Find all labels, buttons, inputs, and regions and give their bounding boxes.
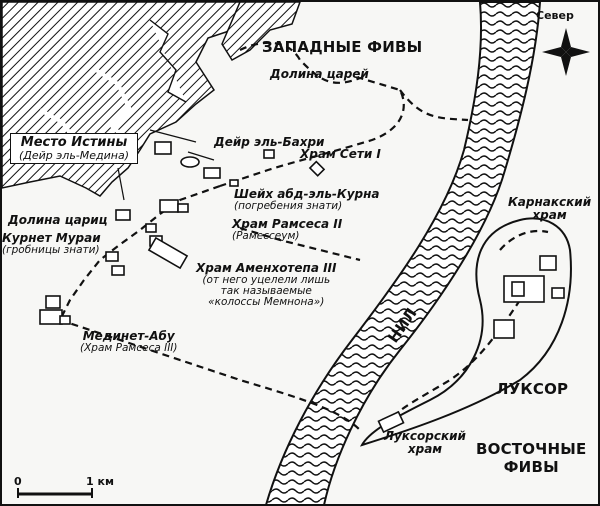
label-karnak: Карнакский храм <box>508 196 591 221</box>
road-ferry <box>239 226 361 262</box>
nile-river <box>264 1 542 506</box>
karnak-temple-main <box>503 275 545 303</box>
wadi-line <box>94 68 133 142</box>
label-sheikh-line1: Шейх абд-эль-Курна <box>234 187 380 201</box>
label-deir-medina: Место Истины (Дейр эль-Медина) <box>10 133 138 165</box>
valley-queens-site <box>115 209 131 221</box>
deir-bahri-temple <box>154 141 172 155</box>
label-amenhotep-temple: Храм Аменхотепа III (от него уцелели лиш… <box>196 262 337 308</box>
label-luxor: ЛУКСОР <box>496 380 569 398</box>
compass-rose <box>542 28 590 76</box>
qurnet-tombs <box>105 251 119 262</box>
qurnet-symbol <box>145 223 157 233</box>
seti-temple-symbol-2 <box>308 160 326 177</box>
cliffs-valley <box>221 1 302 62</box>
label-scale-zero: 0 <box>14 475 22 488</box>
label-sheikh-abd-el-qurna: Шейх абд-эль-Курна (погребения знати) <box>234 188 380 212</box>
leader-lines <box>117 129 215 201</box>
cliffs-area <box>1 1 241 197</box>
label-deir-bahri: Дейр эль-Бахри <box>214 135 325 149</box>
qurnet-tombs-2 <box>111 265 125 276</box>
label-amenhotep-line1: Храм Аменхотепа III <box>196 261 337 275</box>
label-north: Север <box>536 9 574 22</box>
road-east <box>59 318 361 431</box>
label-amenhotep-line3: так называемые <box>220 284 312 297</box>
wadi-line <box>149 19 187 103</box>
label-sheikh-line2: (погребения знати) <box>234 199 343 212</box>
label-west-thebes: ЗАПАДНЫЕ ФИВЫ <box>262 38 423 56</box>
label-valley-queens: Долина цариц <box>8 213 108 227</box>
label-ramesseum: Храм Рамсеса II (Рамессеум) <box>232 218 342 242</box>
label-amenhotep-line2: (от него уцелели лишь <box>202 273 331 286</box>
label-deir-medina-title: Место Истины <box>20 135 128 150</box>
label-east-thebes-line2: ФИВЫ <box>503 458 559 476</box>
karnak-temple-north <box>539 255 557 271</box>
label-deir-medina-sub: (Дейр эль-Медина) <box>18 148 130 162</box>
ramesseum-symbol-2 <box>177 203 189 213</box>
sheikh-tombs-2 <box>229 179 239 187</box>
label-valley-kings: Долина царей <box>270 67 369 81</box>
label-east-thebes: ВОСТОЧНЫЕ ФИВЫ <box>476 440 586 476</box>
label-ramesses2-line2: (Рамессеум) <box>232 229 300 242</box>
east-thebes-boundary <box>359 217 572 447</box>
label-qurnet-line2: (гробницы знати) <box>2 243 100 256</box>
karnak-temple-inner <box>511 281 525 297</box>
seti-temple-symbol <box>263 149 275 159</box>
ramesseum-symbol <box>159 199 179 213</box>
scale-bar <box>17 488 93 498</box>
road-karnak-north <box>499 229 549 251</box>
medinet-symbol-3 <box>59 315 71 325</box>
amenhotep-temple-symbol <box>147 236 189 270</box>
label-scale-one: 1 км <box>86 475 114 488</box>
deir-medina-site <box>180 156 200 168</box>
road-west-bank <box>399 89 469 122</box>
label-karnak-line2: храм <box>532 207 567 222</box>
label-east-thebes-line1: ВОСТОЧНЫЕ <box>476 440 587 458</box>
medinet-symbol-1 <box>45 295 61 309</box>
sheikh-tombs <box>203 167 221 179</box>
label-medinet-habu: Мединет-Абу (Храм Рамсеса III) <box>80 330 178 354</box>
label-luxor-temple-line1: Луксорский <box>384 429 466 443</box>
luxor-temple-symbol <box>377 410 405 434</box>
label-medinet-line1: Мединет-Абу <box>82 329 175 343</box>
road-valley-kings <box>219 41 405 188</box>
label-seti-temple: Храм Сети I <box>300 147 381 161</box>
label-amenhotep-line4: «колоссы Мемнона») <box>208 295 325 308</box>
medinet-symbol-2 <box>39 309 63 325</box>
karnak-temple-east <box>551 287 565 299</box>
label-luxor-temple-line2: храм <box>407 441 443 456</box>
karnak-temple-south <box>493 319 515 339</box>
label-luxor-temple: Луксорский храм <box>384 430 466 455</box>
label-qurnet-line1: Курнет Мураи <box>2 231 101 245</box>
label-karnak-line1: Карнакский <box>508 195 592 209</box>
label-medinet-line2: (Храм Рамсеса III) <box>80 341 178 354</box>
label-ramesses2-line1: Храм Рамсеса II <box>232 217 343 231</box>
label-qurnet-murai: Курнет Мураи (гробницы знати) <box>2 232 101 256</box>
